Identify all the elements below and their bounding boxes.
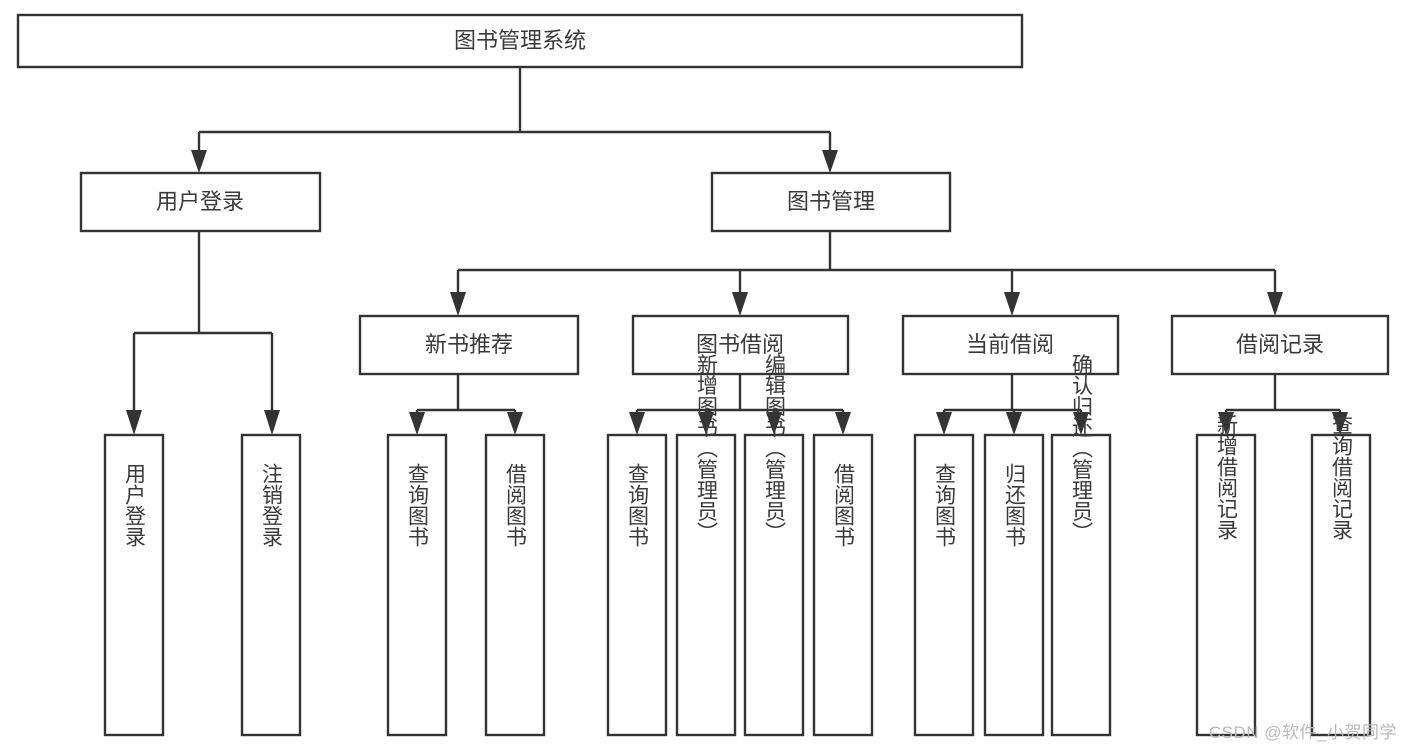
node-book-management-box[interactable] [710,171,952,233]
node-leaf-return-book[interactable]: 归还图书 [983,433,1045,737]
node-book-management[interactable]: 图书管理 [710,171,952,233]
node-current-borrow-box[interactable] [901,314,1120,376]
arrowhead-userlogin-leaf-1 [126,410,142,435]
arrowhead-bookmgmt-child-1 [450,292,466,316]
node-leaf-query-book-borrow-box[interactable] [606,433,668,737]
node-leaf-edit-book-admin-box[interactable] [743,433,805,737]
node-root-system[interactable]: 图书管理系统 [16,13,1024,69]
node-leaf-add-borrow-record-box[interactable] [1195,433,1257,737]
node-leaf-query-borrow-record-box[interactable] [1310,433,1372,737]
node-user-login-box[interactable] [79,171,322,233]
node-leaf-user-login-box[interactable] [103,433,165,737]
node-leaf-query-book-newbook-box[interactable] [386,433,448,737]
node-leaf-add-book-admin-box[interactable] [675,433,737,737]
node-leaf-query-book-newbook-label: 查询图书 [406,463,430,547]
connector-layer [126,67,1348,435]
node-new-book-recommend-box[interactable] [358,314,580,376]
arrowhead-newbook-leaf-2 [507,412,523,435]
node-book-borrow[interactable]: 图书借阅 [631,314,850,376]
arrowhead-borrow-leaf-4 [835,412,851,435]
arrowhead-record-leaf-2 [1332,412,1348,435]
arrowhead-root-to-bookmgmt [822,150,838,173]
node-new-book-recommend-label: 新书推荐 [425,332,513,357]
node-leaf-edit-book-admin[interactable]: 编辑图书（管理员） [743,354,805,737]
node-leaf-query-book-current-label: 查询图书 [933,463,957,547]
node-leaf-add-book-admin[interactable]: 新增图书（管理员） [675,354,737,737]
arrowhead-record-leaf-1 [1218,412,1234,435]
node-root-box[interactable] [16,13,1024,69]
node-current-borrow-label: 当前借阅 [966,332,1054,357]
arrowhead-current-leaf-3 [1073,412,1089,435]
node-leaf-query-book-borrow-label: 查询图书 [626,463,650,547]
node-leaf-borrow-book[interactable]: 借阅图书 [812,433,874,737]
node-new-book-recommend[interactable]: 新书推荐 [358,314,580,376]
node-borrow-record[interactable]: 借阅记录 [1170,314,1390,376]
node-leaf-query-book-current-box[interactable] [913,433,975,737]
node-leaf-confirm-return-admin-label: 确认归还（管理员） [1070,354,1094,543]
node-leaf-add-book-admin-label: 新增图书（管理员） [695,354,719,543]
node-leaf-user-login[interactable]: 用户登录 [103,433,165,737]
node-leaf-edit-book-admin-label: 编辑图书（管理员） [763,354,787,543]
node-leaf-borrow-book-label: 借阅图书 [832,463,856,547]
node-leaf-borrow-book-newbook-box[interactable] [484,433,546,737]
arrowhead-root-to-userlogin [191,150,207,173]
node-leaf-logout-box[interactable] [240,433,302,737]
node-leaf-query-book-newbook[interactable]: 查询图书 [386,433,448,737]
node-leaf-user-login-label: 用户登录 [123,463,147,547]
node-leaf-return-book-label: 归还图书 [1003,463,1027,547]
node-leaf-borrow-book-box[interactable] [812,433,874,737]
arrowhead-bookmgmt-child-3 [1004,292,1020,316]
node-leaf-add-borrow-record-label: 新增借阅记录 [1215,414,1239,540]
node-book-borrow-box[interactable] [631,314,850,376]
arrowhead-borrow-leaf-3 [766,412,782,435]
node-user-login[interactable]: 用户登录 [79,171,322,233]
node-leaf-logout[interactable]: 注销登录 [240,433,302,737]
arrowhead-borrow-leaf-1 [629,412,645,435]
node-leaf-borrow-book-newbook[interactable]: 借阅图书 [484,433,546,737]
arrowhead-current-leaf-2 [1006,412,1022,435]
node-user-login-label: 用户登录 [156,189,244,214]
node-leaf-query-book-current[interactable]: 查询图书 [913,433,975,737]
node-leaf-confirm-return-admin[interactable]: 确认归还（管理员） [1050,354,1112,737]
node-leaf-borrow-book-newbook-label: 借阅图书 [504,463,528,547]
arrowhead-bookmgmt-child-4 [1267,292,1283,316]
node-borrow-record-box[interactable] [1170,314,1390,376]
node-leaf-query-book-borrow[interactable]: 查询图书 [606,433,668,737]
arrowhead-bookmgmt-child-2 [732,292,748,316]
node-borrow-record-label: 借阅记录 [1236,332,1324,357]
arrowhead-userlogin-leaf-2 [264,410,280,435]
node-leaf-logout-label: 注销登录 [260,463,284,547]
node-current-borrow[interactable]: 当前借阅 [901,314,1120,376]
node-book-borrow-label: 图书借阅 [696,332,784,357]
arrowhead-current-leaf-1 [936,412,952,435]
node-leaf-add-borrow-record[interactable]: 新增借阅记录 [1195,414,1257,737]
arrowhead-borrow-leaf-2 [698,412,714,435]
node-book-management-label: 图书管理 [787,189,875,214]
node-leaf-query-borrow-record-label: 查询借阅记录 [1330,414,1354,540]
node-root-label: 图书管理系统 [454,28,586,53]
node-leaf-confirm-return-admin-box[interactable] [1050,433,1112,737]
node-leaf-return-book-box[interactable] [983,433,1045,737]
node-leaf-query-borrow-record[interactable]: 查询借阅记录 [1310,414,1372,737]
arrowhead-newbook-leaf-1 [409,412,425,435]
